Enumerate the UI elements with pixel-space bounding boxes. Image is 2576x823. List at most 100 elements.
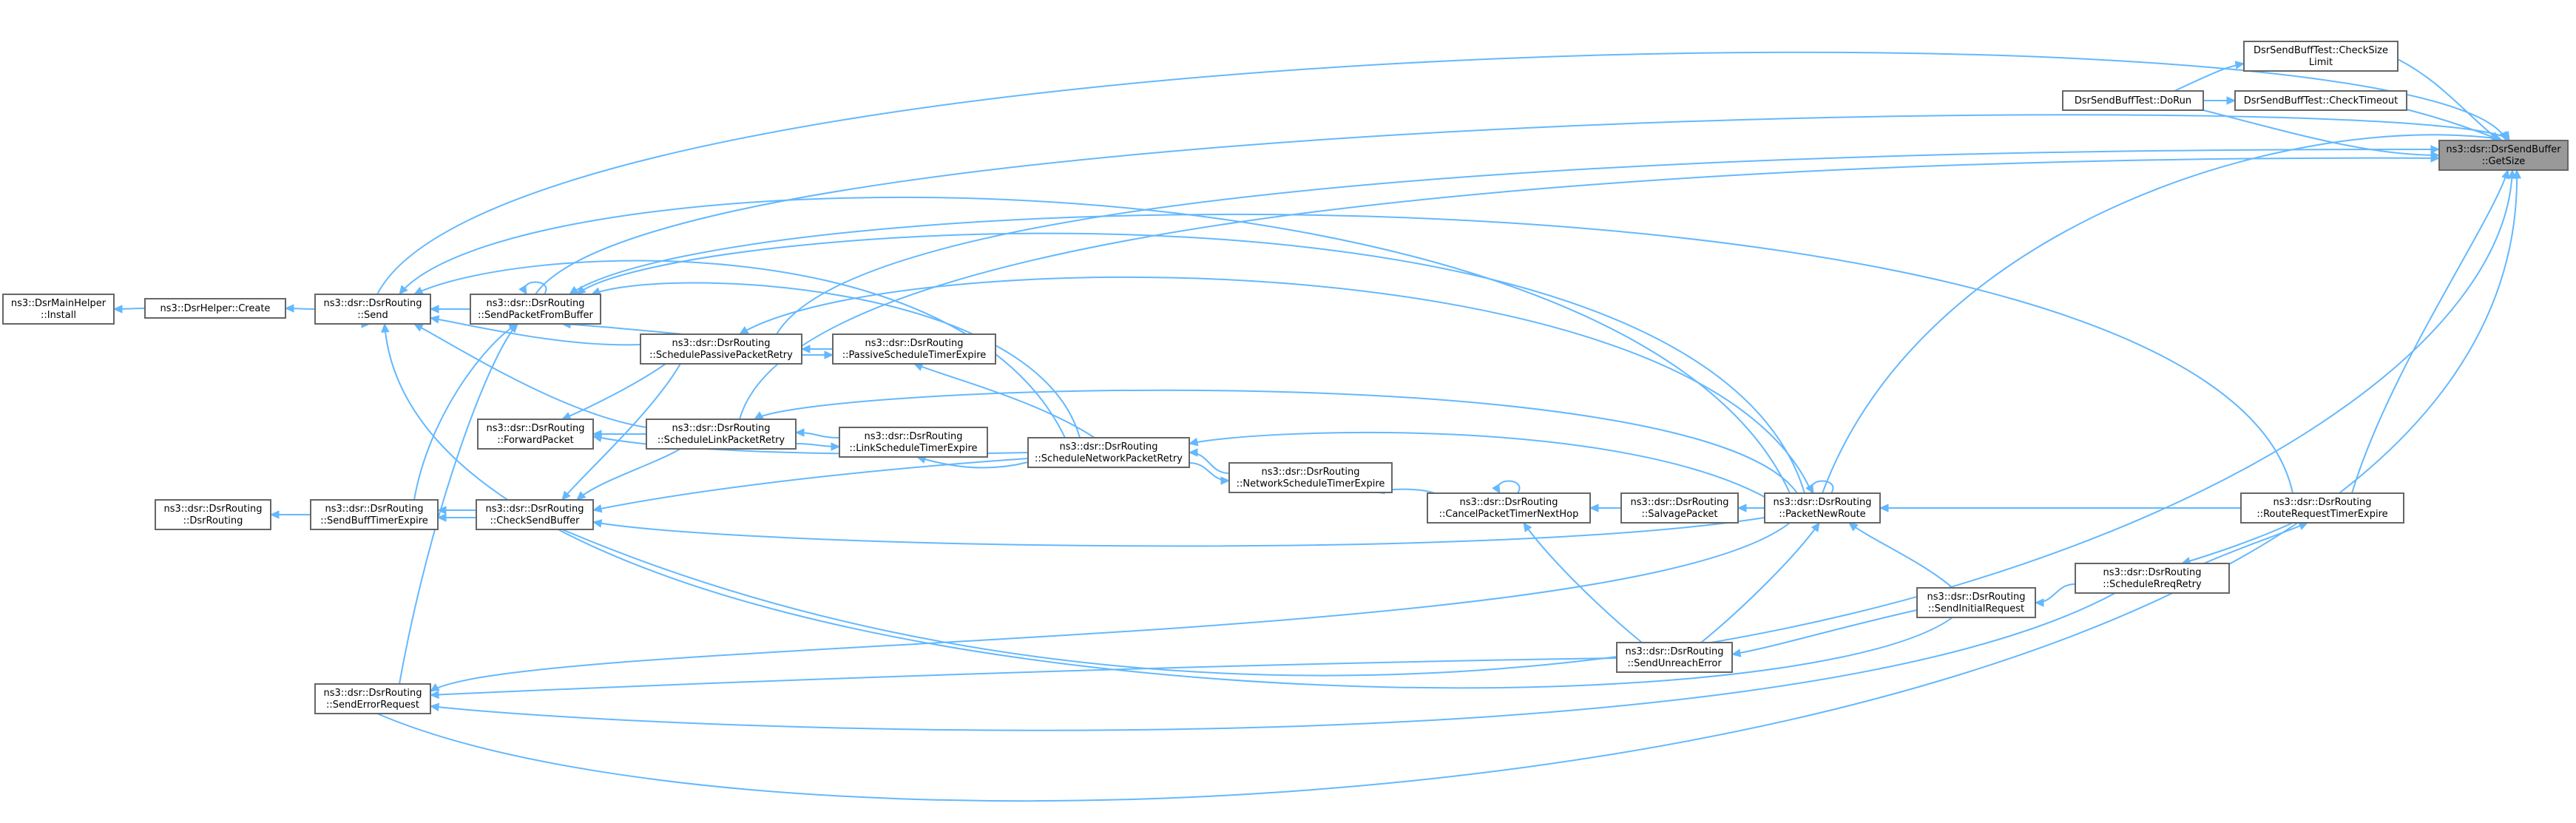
node-networktimer[interactable]: ns3::dsr::DsrRouting::NetworkScheduleTim… xyxy=(1228,462,1393,493)
edge-line xyxy=(569,213,2293,494)
edge-arrowhead xyxy=(429,702,440,711)
node-forwardpacket[interactable]: ns3::dsr::DsrRouting::ForwardPacket xyxy=(477,419,594,450)
node-label: ::PassiveScheduleTimerExpire xyxy=(842,350,987,361)
node-schedulerreq[interactable]: ns3::dsr::DsrRouting::ScheduleRreqRetry xyxy=(2075,563,2230,594)
edge-62 xyxy=(429,657,1617,700)
edge-line xyxy=(399,323,518,685)
node-label: ::SendPacketFromBuffer xyxy=(478,310,593,321)
node-checktimeout[interactable]: DsrSendBuffTest::CheckTimeout xyxy=(2234,90,2407,111)
node-label: ::SendErrorRequest xyxy=(326,700,419,711)
edge-line xyxy=(754,389,1798,494)
node-cancelpacket[interactable]: ns3::dsr::DsrRouting::CancelPacketTimerN… xyxy=(1427,492,1591,524)
edge-line xyxy=(561,363,666,420)
edge-39 xyxy=(1188,448,1230,474)
edge-line xyxy=(561,363,681,501)
node-label: ns3::dsr::DsrRouting xyxy=(1626,646,1724,657)
node-label: ::ForwardPacket xyxy=(497,435,574,446)
edge-line xyxy=(430,657,1617,696)
edge-arrowhead xyxy=(112,305,123,314)
edge-line xyxy=(376,169,2518,802)
edge-line xyxy=(576,448,681,501)
edge-31 xyxy=(738,276,1813,494)
nodes-layer: ns3::dsr::DsrSendBuffer::GetSize DsrSendB… xyxy=(2,41,2569,714)
node-label: ::SalvagePacket xyxy=(1641,509,1717,520)
edge-arrowhead xyxy=(1848,522,1859,532)
node-dsrrouting[interactable]: ns3::dsr::DsrRouting::DsrRouting xyxy=(155,499,271,530)
edge-arrowhead xyxy=(1879,504,1889,512)
node-schedulelink[interactable]: ns3::dsr::DsrRouting::ScheduleLinkPacket… xyxy=(646,419,797,450)
node-box xyxy=(2240,492,2404,524)
edge-line xyxy=(1848,522,1953,589)
node-label: ::ScheduleLinkPacketRetry xyxy=(657,435,785,446)
edge-arrowhead xyxy=(576,285,586,295)
node-label: ns3::DsrMainHelper xyxy=(11,298,107,309)
node-schedulepassive[interactable]: ns3::dsr::DsrRouting::SchedulePassivePac… xyxy=(640,333,802,365)
edge-52 xyxy=(1737,504,1765,512)
edge-57 xyxy=(1523,522,1643,643)
edge-arrowhead xyxy=(269,510,280,519)
node-label: Limit xyxy=(2309,57,2333,68)
node-box xyxy=(2075,563,2230,594)
edge-line xyxy=(913,363,1095,438)
edge-32 xyxy=(561,363,666,420)
node-box xyxy=(839,427,988,458)
edge-arrowhead xyxy=(1589,504,1599,512)
node-getsize[interactable]: ns3::dsr::DsrSendBuffer::GetSize xyxy=(2438,140,2569,171)
node-label: ns3::dsr::DsrRouting xyxy=(1927,592,2026,603)
edge-arrowhead xyxy=(1811,522,1820,532)
edge-arrowhead xyxy=(576,491,586,501)
node-label: ns3::dsr::DsrRouting xyxy=(865,338,964,349)
edge-16 xyxy=(518,281,547,296)
node-label: ::CheckSendBuffer xyxy=(490,515,581,526)
edge-11 xyxy=(2174,61,2245,92)
edge-line xyxy=(776,148,2440,335)
edge-arrowhead xyxy=(429,315,440,324)
node-send[interactable]: ns3::dsr::DsrRouting::Send xyxy=(314,294,431,325)
edge-0 xyxy=(2397,58,2500,141)
node-checksendbuffer[interactable]: ns3::dsr::DsrRouting::CheckSendBuffer xyxy=(476,499,594,530)
node-sendbufftimer[interactable]: ns3::dsr::DsrRouting::SendBuffTimerExpir… xyxy=(310,499,439,530)
edge-44 xyxy=(576,448,681,501)
edge-arrowhead xyxy=(1220,476,1231,485)
edge-line xyxy=(430,592,2116,731)
node-label: ns3::dsr::DsrRouting xyxy=(672,423,771,434)
edge-arrowhead xyxy=(794,428,805,437)
node-sendinitial[interactable]: ns3::dsr::DsrRouting::SendInitialRequest xyxy=(1916,587,2036,618)
edge-arrowhead xyxy=(2501,169,2510,180)
edge-9 xyxy=(376,169,2521,802)
node-label: ns3::dsr::DsrRouting xyxy=(325,504,424,515)
edge-40 xyxy=(1189,462,1231,485)
edge-arrowhead xyxy=(753,411,764,420)
node-box xyxy=(640,333,802,365)
node-label: ::DsrRouting xyxy=(183,515,243,526)
node-senderror[interactable]: ns3::dsr::DsrRouting::SendErrorRequest xyxy=(314,683,431,714)
node-dorun[interactable]: DsrSendBuffTest::DoRun xyxy=(2062,90,2204,111)
edge-47 xyxy=(436,513,476,522)
node-label: ::GetSize xyxy=(2482,156,2526,167)
node-sendpacketfrombuffer[interactable]: ns3::dsr::DsrRouting::SendPacketFromBuff… xyxy=(470,294,601,325)
node-salvage[interactable]: ns3::dsr::DsrRouting::SalvagePacket xyxy=(1620,492,1739,524)
node-passivetimer[interactable]: ns3::dsr::DsrRouting::PassiveScheduleTim… xyxy=(832,333,996,365)
node-box xyxy=(470,294,601,325)
node-linktimer[interactable]: ns3::dsr::DsrRouting::LinkScheduleTimerE… xyxy=(839,427,988,458)
node-label: ::ScheduleRreqRetry xyxy=(2103,579,2202,590)
node-schedulenetwork[interactable]: ns3::dsr::DsrRouting::ScheduleNetworkPac… xyxy=(1027,437,1190,468)
node-install[interactable]: ns3::DsrMainHelper::Install xyxy=(2,294,115,325)
edge-line xyxy=(413,323,647,428)
node-packetnewroute[interactable]: ns3::dsr::DsrRouting::PacketNewRoute xyxy=(1764,492,1881,524)
node-routerequesttimer[interactable]: ns3::dsr::DsrRouting::RouteRequestTimerE… xyxy=(2240,492,2404,524)
edge-line xyxy=(2397,58,2500,141)
node-sendunreach[interactable]: ns3::dsr::DsrRouting::SendUnreachError xyxy=(1616,642,1733,673)
node-label: ns3::dsr::DsrRouting xyxy=(1631,497,1729,508)
edge-21 xyxy=(413,323,519,501)
edge-arrowhead xyxy=(1737,504,1747,512)
edge-49 xyxy=(436,506,477,515)
edge-22 xyxy=(429,315,641,346)
node-create[interactable]: ns3::DsrHelper::Create xyxy=(144,298,286,319)
node-label: ::Send xyxy=(357,310,388,321)
edge-arrowhead xyxy=(592,433,603,443)
edge-line xyxy=(1700,522,1820,643)
edge-line xyxy=(524,281,547,295)
edge-55 xyxy=(1848,522,1953,589)
